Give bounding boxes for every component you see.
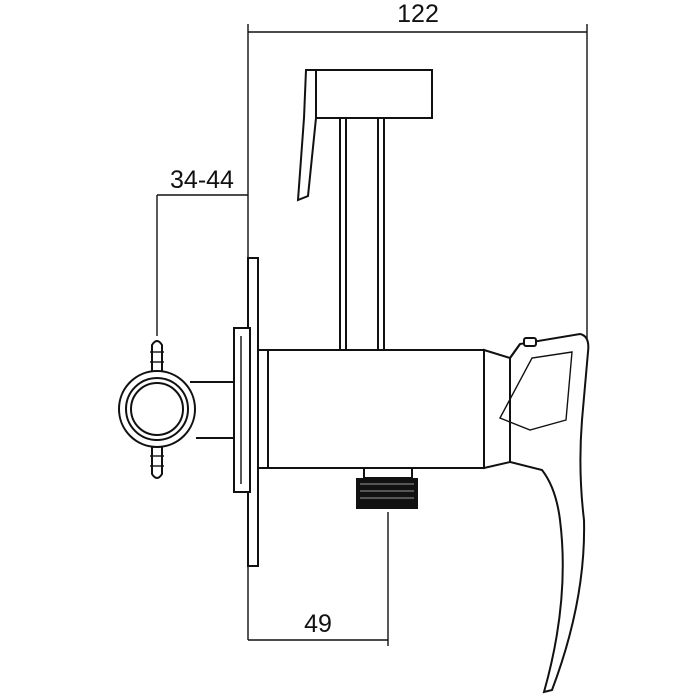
dimension-label-wall-thickness: 34-44	[170, 166, 234, 194]
valve-body-block	[257, 349, 485, 469]
dimension-label-total-width: 122	[397, 0, 439, 28]
handle-lever	[509, 332, 590, 694]
cross-nut-bore	[130, 382, 184, 436]
shower-holder	[296, 69, 433, 351]
connecting-pipe	[190, 381, 234, 439]
handle-inner-contour	[499, 351, 573, 431]
dimension-outlet-offset: 49	[248, 512, 389, 646]
valve-cone	[483, 348, 511, 470]
holder-head	[315, 69, 433, 119]
dimension-wall-thickness: 34-44	[156, 166, 248, 336]
spray-trigger-lever	[296, 69, 317, 202]
threaded-outlet	[356, 467, 418, 509]
dimension-label-outlet-offset: 49	[304, 610, 332, 638]
valve-body	[257, 348, 511, 470]
cross-nut-inner-ring	[125, 377, 189, 441]
outlet-thread	[356, 478, 418, 508]
handle-button	[523, 337, 537, 347]
wall-flange	[233, 327, 251, 493]
wall-plate	[233, 257, 259, 567]
cross-nut	[118, 340, 196, 479]
mixer-handle	[499, 332, 590, 694]
outlet-neck	[363, 467, 413, 479]
